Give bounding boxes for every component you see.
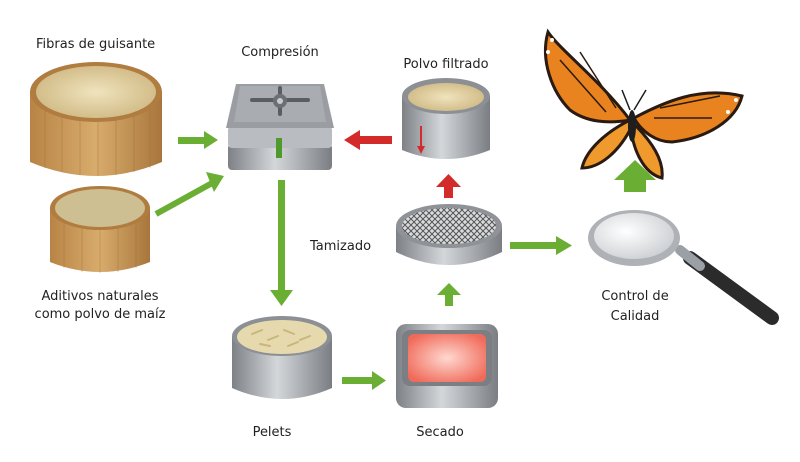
compression-label: Compresión bbox=[241, 45, 319, 60]
arrow-sieving-to-quality bbox=[510, 236, 572, 255]
pellets-bowl-icon bbox=[232, 316, 332, 399]
additives-bowl-icon bbox=[50, 186, 150, 273]
arrow-compression-to-pellets bbox=[270, 180, 293, 306]
butterfly-icon bbox=[543, 28, 744, 180]
quality-label-line1: Control de bbox=[601, 289, 669, 304]
arrow-quality-to-butterfly bbox=[614, 160, 656, 192]
magnifier-icon bbox=[588, 210, 779, 325]
pea-fibers-bowl-icon bbox=[30, 62, 162, 176]
arrow-sieving-to-filtered bbox=[436, 174, 461, 198]
arrow-pea-to-compression bbox=[178, 131, 218, 149]
sieve-icon bbox=[396, 204, 502, 265]
press-icon bbox=[226, 84, 334, 170]
pea-fibers-label: Fibras de guisante bbox=[36, 37, 156, 52]
additives-label-line2: como polvo de maíz bbox=[34, 307, 166, 322]
sieving-label: Tamizado bbox=[310, 239, 372, 254]
filtered-powder-bowl-icon bbox=[402, 78, 490, 159]
drying-label: Secado bbox=[416, 425, 464, 440]
dryer-tray-icon bbox=[396, 324, 498, 408]
filtered-powder-label: Polvo filtrado bbox=[403, 57, 489, 72]
pellets-label: Pelets bbox=[252, 425, 292, 440]
quality-label-line2: Calidad bbox=[610, 309, 660, 324]
arrow-filtered-to-compression bbox=[344, 130, 392, 150]
additives-label-line1: Aditivos naturales bbox=[41, 289, 159, 304]
arrow-drying-to-sieving bbox=[437, 283, 461, 306]
arrow-additives-to-compression bbox=[154, 172, 224, 217]
arrow-pellets-to-drying bbox=[342, 371, 386, 390]
